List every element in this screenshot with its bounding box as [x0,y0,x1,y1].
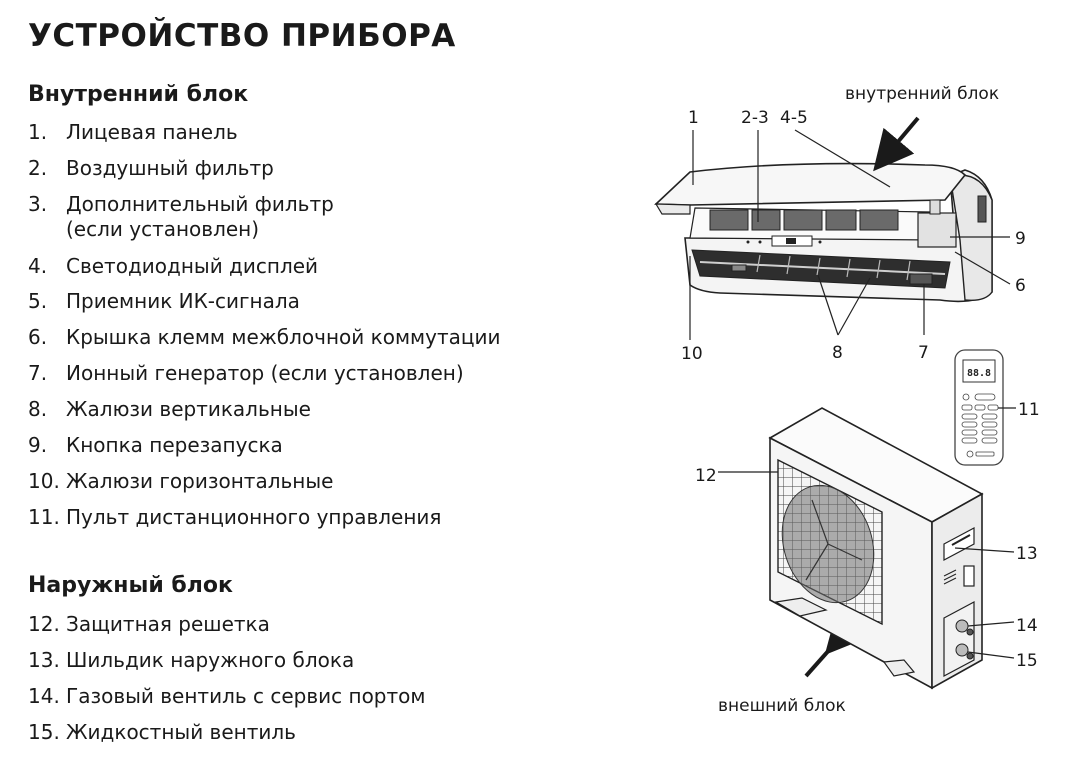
item-number: 14. [28,684,60,708]
list-item: 9. Кнопка перезапуска [28,433,283,458]
item-text: Светодиодный дисплей [66,254,319,278]
list-item: 12.Защитная решетка [28,612,270,637]
callout-8: 8 [832,343,843,363]
item-number: 1. [28,120,48,144]
item-number: 5. [28,289,48,313]
list-item: 10.Жалюзи горизонтальные [28,469,333,494]
callout-6: 6 [1015,276,1026,296]
list-item: 7. Ионный генератор (если установлен) [28,361,464,386]
list-item: 5. Приемник ИК-сигнала [28,289,300,314]
item-text: Приемник ИК-сигнала [66,289,300,313]
page-title: УСТРОЙСТВО ПРИБОРА [28,18,456,54]
item-number: 12. [28,612,60,636]
item-text: Защитная решетка [66,612,270,636]
list-item: 2. Воздушный фильтр [28,156,274,181]
callout-14: 14 [1016,616,1038,636]
item-text: Ионный генератор (если установлен) [66,361,464,385]
item-text: Пульт дистанционного управления [66,505,442,529]
item-text: Воздушный фильтр [66,156,274,180]
outdoor-caption: внешний блок [718,696,846,716]
item-number: 13. [28,648,60,672]
list-item: 1. Лицевая панель [28,120,238,145]
callout-2-3: 2-3 [741,108,769,128]
item-number: 15. [28,720,60,744]
callout-11: 11 [1018,400,1040,420]
item-number: 3. [28,192,48,216]
item-text: Дополнительный фильтр [66,192,334,216]
item-number: 11. [28,505,60,529]
callout-7: 7 [918,343,929,363]
item-text: Кнопка перезапуска [66,433,283,457]
item-number: 9. [28,433,48,457]
list-item: 13.Шильдик наружного блока [28,648,354,673]
item-text: Газовый вентиль с сервис портом [66,684,426,708]
callout-1: 1 [688,108,699,128]
remote-control: 88.8 [954,349,1004,466]
callout-13: 13 [1016,544,1038,564]
list-item: 15.Жидкостный вентиль [28,720,296,745]
item-number: 10. [28,469,60,493]
item-text: Жидкостный вентиль [66,720,296,744]
indoor-arrow [873,116,920,172]
item-subtext: (если установлен) [66,217,260,241]
item-text: Шильдик наружного блока [66,648,355,672]
item-text: Крышка клемм межблочной коммутации [66,325,501,349]
list-item: 14.Газовый вентиль с сервис портом [28,684,425,709]
item-number: 7. [28,361,48,385]
item-text: Жалюзи вертикальные [66,397,311,421]
indoor-heading: Внутренний блок [28,82,249,107]
item-number: 6. [28,325,48,349]
callout-12: 12 [695,466,717,486]
callout-4-5: 4-5 [780,108,808,128]
callout-9: 9 [1015,229,1026,249]
outdoor-arrow [804,611,867,678]
item-number: 4. [28,254,48,278]
list-item: 3. Дополнительный фильтр(если установлен) [28,192,334,242]
list-item: 11.Пульт дистанционного управления [28,505,441,530]
list-item: 6. Крышка клемм межблочной коммутации [28,325,500,350]
indoor-unit [654,162,993,303]
outdoor-unit [768,407,984,690]
item-number: 2. [28,156,48,180]
indoor-leader-lines [689,129,1011,340]
item-text: Жалюзи горизонтальные [66,469,334,493]
remote-display-text: 88.8 [967,368,991,379]
outdoor-heading: Наружный блок [28,573,233,598]
callout-15: 15 [1016,651,1038,671]
indoor-caption: внутренний блок [845,84,999,104]
item-number: 8. [28,397,48,421]
list-item: 4. Светодиодный дисплей [28,254,318,279]
outdoor-leader-lines [718,471,1015,659]
list-item: 8. Жалюзи вертикальные [28,397,311,422]
item-text: Лицевая панель [66,120,238,144]
callout-10: 10 [681,344,703,364]
